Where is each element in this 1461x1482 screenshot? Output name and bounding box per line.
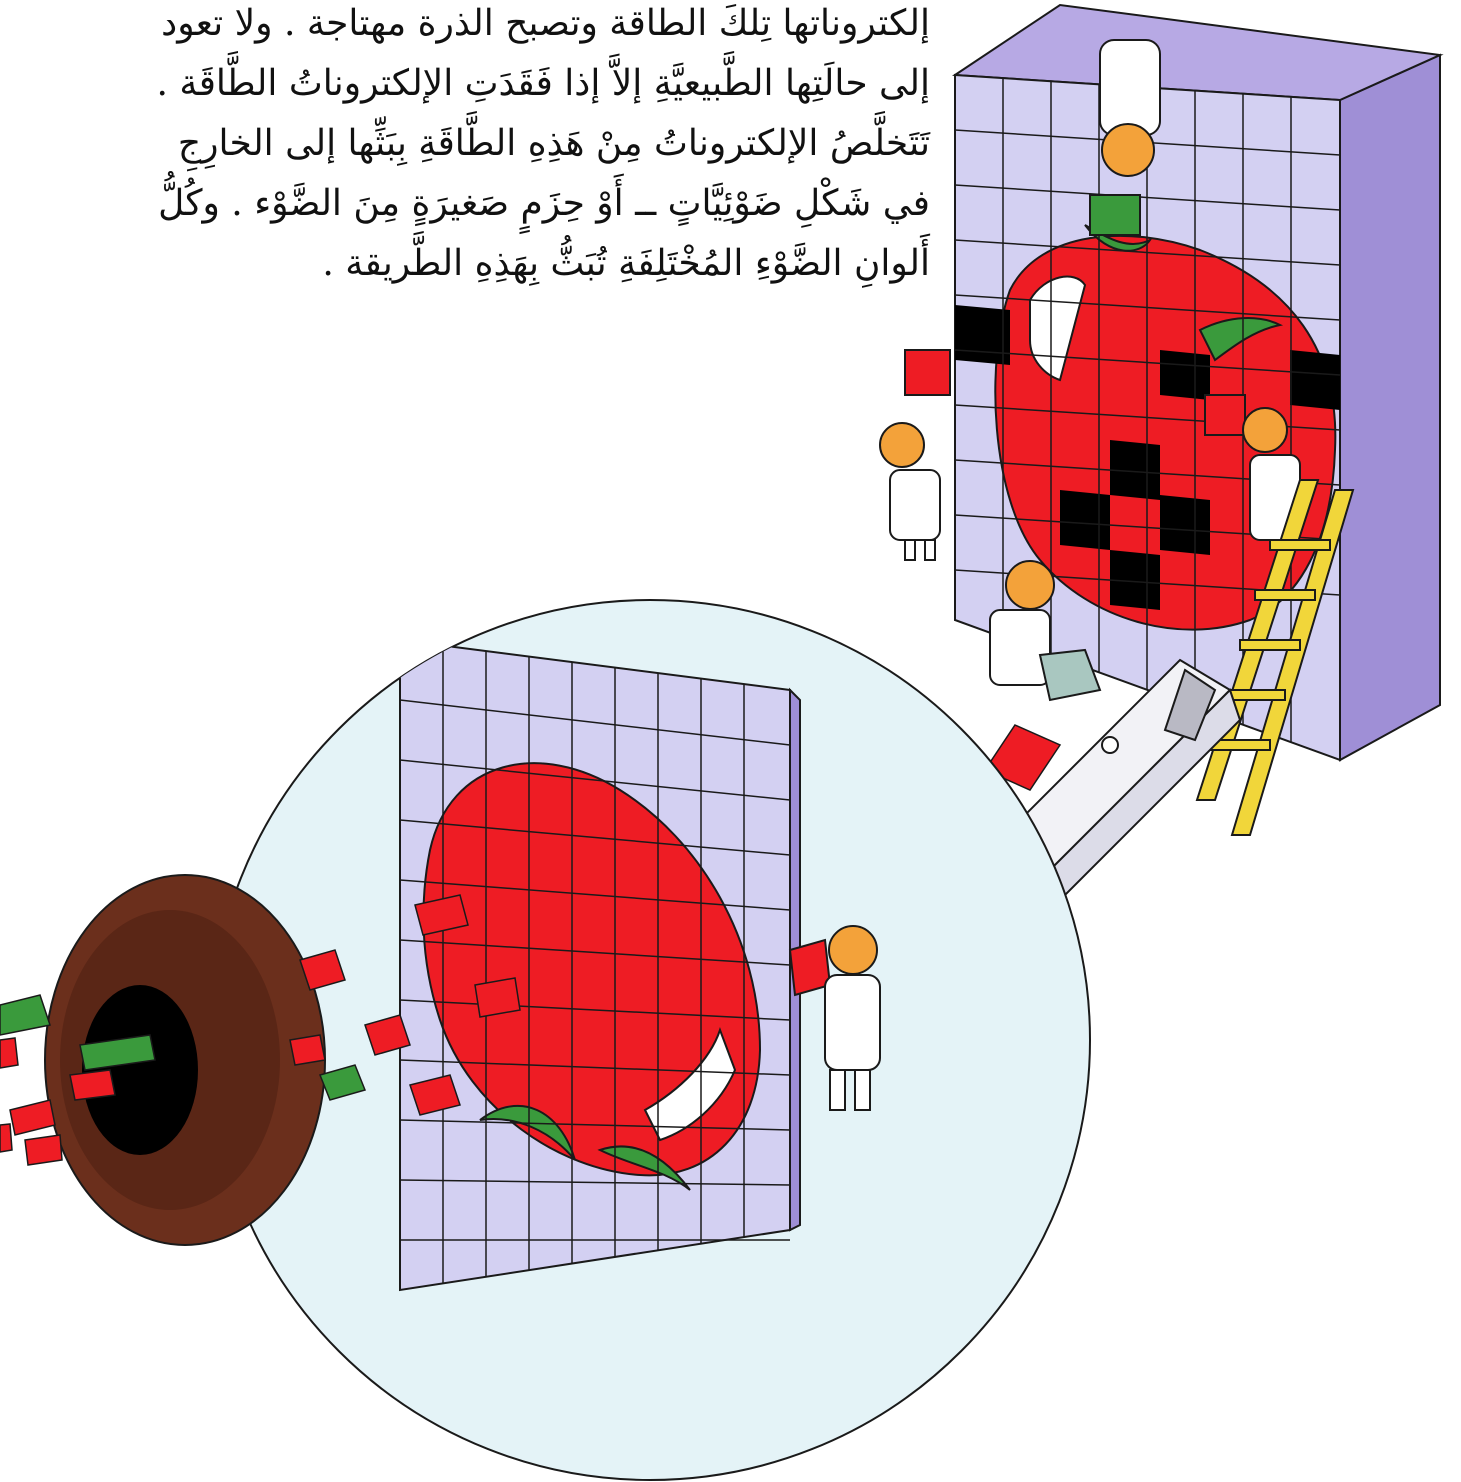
big-wall-black-band: [955, 305, 1010, 365]
paragraph-line-2: إلى حالَتِها الطَّبيعيَّةِ إلاَّ إذا فَق…: [40, 54, 930, 114]
paragraph-line-5: أَلوانِ الضَّوْءِ المُخْتَلِفَةِ تُبَثُّ…: [40, 234, 930, 294]
big-wall-black-band: [1160, 495, 1210, 555]
red-light-packet: [475, 978, 520, 1017]
paragraph-line-4: في شَكْلِ ضَوْئِيَّاتٍ ــ أَوْ حِزَمٍ صَ…: [40, 174, 930, 234]
big-wall-side: [1340, 55, 1440, 760]
paragraph-line-1: إلكتروناتها تِلكَ الطاقة وتصبح الذرة مهت…: [40, 0, 930, 54]
red-light-packet: [25, 1135, 62, 1165]
eyeball: [45, 600, 1090, 1480]
red-light-packet: [70, 1070, 115, 1100]
big-wall-black-band: [1290, 350, 1340, 410]
paragraph: إلكتروناتها تِلكَ الطاقة وتصبح الذرة مهت…: [40, 0, 930, 294]
red-light-packet: [290, 1035, 325, 1065]
big-wall-black-band: [1160, 350, 1210, 400]
worker-left: [880, 350, 950, 560]
red-light-packet: [0, 1038, 18, 1068]
red-light-packet: [10, 1100, 55, 1135]
red-light-packet: [0, 1124, 12, 1152]
green-light-packet: [0, 995, 50, 1035]
paragraph-line-3: تَتَخلَّصُ الإلكتروناتُ مِنْ هَذِهِ الطَ…: [40, 114, 930, 174]
big-wall-black-band: [1060, 490, 1110, 550]
pupil: [82, 985, 198, 1155]
